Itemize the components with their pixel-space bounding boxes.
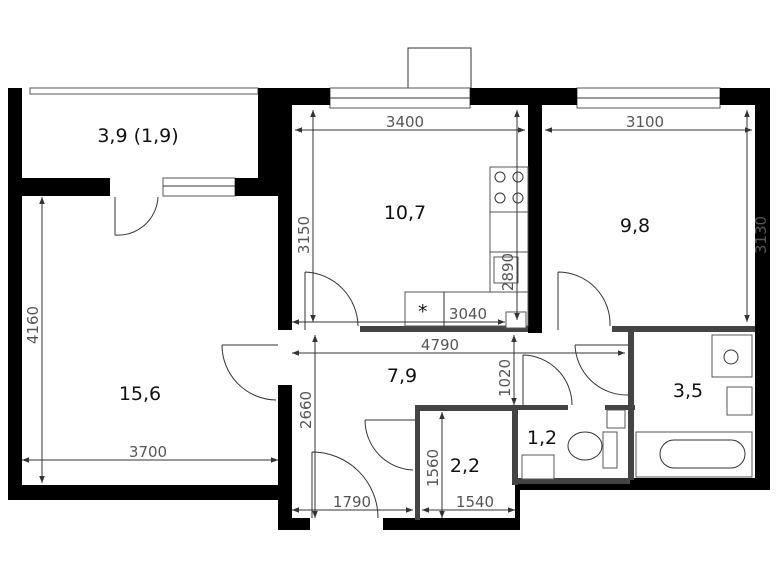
- dim-storage-depth: 1560: [424, 449, 442, 487]
- dimension-lines: [22, 110, 752, 518]
- dim-hall-depth: 2660: [297, 391, 315, 429]
- room-area-balcony: 3,9 (1,9): [97, 125, 178, 147]
- dim-bedroom-width: 3100: [626, 113, 664, 131]
- dim-storage-width: 1540: [456, 493, 494, 511]
- dim-hall-gap: 1020: [496, 359, 514, 397]
- ventilation-shaft: [407, 47, 472, 89]
- fridge-icon: *: [418, 301, 428, 323]
- room-area-kitchen: 10,7: [384, 202, 426, 224]
- interior-walls: [22, 105, 755, 530]
- bathroom-fixtures: [521, 334, 753, 480]
- room-area-bedroom: 9,8: [620, 215, 650, 237]
- room-area-bathroom: 3,5: [673, 380, 703, 402]
- kitchen-fixtures: *: [404, 166, 529, 329]
- exterior-walls: [8, 88, 770, 530]
- room-area-storage: 2,2: [450, 455, 480, 477]
- dim-kitchen-inner-width: 3040: [449, 305, 487, 323]
- room-area-wc: 1,2: [527, 427, 557, 449]
- dim-living-depth: 4160: [24, 306, 42, 344]
- room-area-hall: 7,9: [387, 365, 417, 387]
- dim-hall-width: 4790: [421, 336, 459, 354]
- dim-kitchen-inner-depth: 2890: [499, 253, 517, 291]
- windows: [29, 87, 721, 197]
- dim-kitchen-width: 3400: [386, 113, 424, 131]
- dim-bedroom-depth: 3130: [752, 216, 770, 254]
- dim-kitchen-depth: 3150: [295, 216, 313, 254]
- dim-living-width: 3700: [129, 443, 167, 461]
- dim-hall-bottom-width: 1790: [333, 493, 371, 511]
- room-area-living: 15,6: [119, 383, 161, 405]
